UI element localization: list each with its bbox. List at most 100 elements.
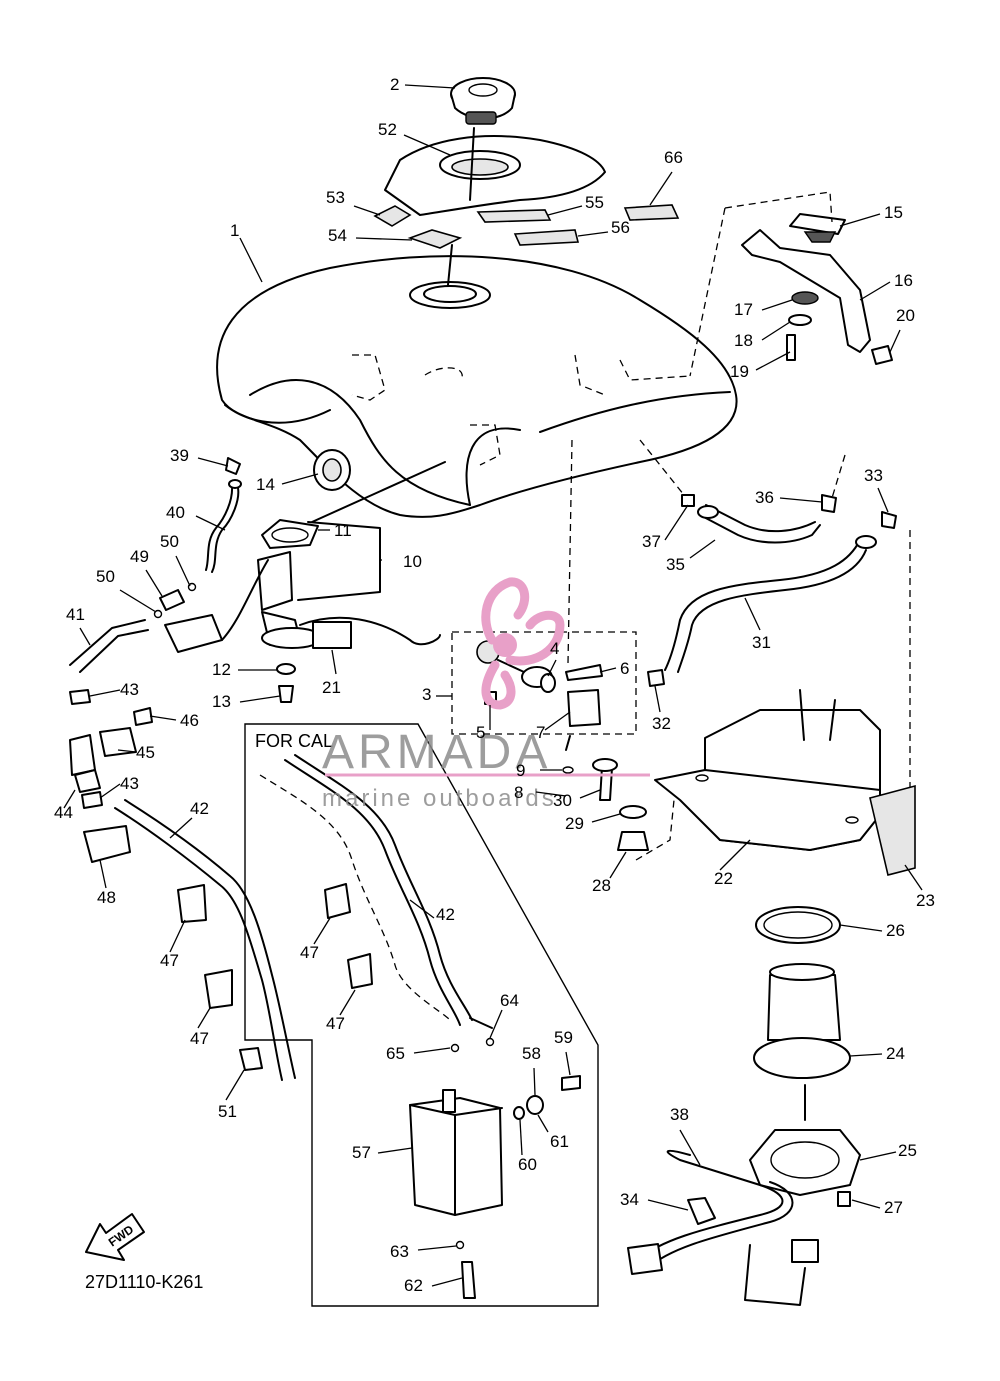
callout-number: 26 bbox=[886, 921, 905, 940]
callout-55: 55 bbox=[547, 193, 604, 216]
callout-leader-line bbox=[149, 715, 177, 721]
callout-number: 22 bbox=[714, 869, 733, 888]
callout-23: 23 bbox=[904, 864, 935, 910]
callout-leader-line bbox=[281, 473, 319, 485]
callout-number: 29 bbox=[565, 814, 584, 833]
callout-4: 4 bbox=[547, 639, 559, 677]
callout-63: 63 bbox=[390, 1242, 457, 1261]
fuel-tank bbox=[216, 255, 738, 518]
callout-57: 57 bbox=[352, 1143, 413, 1162]
callout-number: 43 bbox=[120, 774, 139, 793]
callout-leader-line bbox=[537, 1114, 549, 1133]
callout-leader-line bbox=[417, 1245, 457, 1251]
callout-leader-line bbox=[413, 1047, 451, 1054]
callout-number: 48 bbox=[97, 888, 116, 907]
callout-leader-line bbox=[169, 919, 186, 953]
callout-leader-line bbox=[744, 597, 761, 631]
callout-37: 37 bbox=[642, 504, 689, 551]
callout-number: 16 bbox=[894, 271, 913, 290]
callout-number: 23 bbox=[916, 891, 935, 910]
callout-7: 7 bbox=[536, 711, 571, 742]
callout-40: 40 bbox=[166, 503, 226, 531]
callout-leader-line bbox=[544, 711, 571, 731]
callout-leader-line bbox=[117, 749, 137, 753]
callout-61: 61 bbox=[537, 1114, 569, 1151]
callout-50: 50 bbox=[96, 567, 157, 613]
callout-number: 12 bbox=[212, 660, 231, 679]
callout-28: 28 bbox=[592, 851, 627, 895]
callout-number: 31 bbox=[752, 633, 771, 652]
callout-leader-line bbox=[431, 1277, 463, 1287]
callout-47: 47 bbox=[160, 919, 186, 970]
canister-box bbox=[654, 689, 916, 876]
callout-22: 22 bbox=[714, 839, 751, 888]
callout-leader-line bbox=[339, 989, 356, 1016]
callout-leader-line bbox=[591, 813, 621, 823]
callout-6: 6 bbox=[599, 659, 629, 678]
forward-arrow-icon: FWD bbox=[85, 1213, 145, 1261]
callout-34: 34 bbox=[620, 1190, 689, 1211]
callout-number: 17 bbox=[734, 300, 753, 319]
callout-number: 8 bbox=[514, 783, 523, 802]
callout-number: 11 bbox=[334, 521, 352, 540]
callout-leader-line bbox=[99, 859, 107, 889]
callout-number: 9 bbox=[516, 761, 525, 780]
callout-43: 43 bbox=[89, 680, 139, 699]
callout-number: 13 bbox=[212, 692, 231, 711]
callout-number: 56 bbox=[611, 218, 630, 237]
callout-number: 3 bbox=[422, 685, 431, 704]
callout-leader-line bbox=[547, 205, 583, 216]
callout-49: 49 bbox=[130, 547, 163, 597]
for-cal-label: FOR CAL bbox=[255, 731, 333, 751]
callout-number: 28 bbox=[592, 876, 611, 895]
fuel-pump-unit bbox=[749, 906, 861, 1207]
callout-number: 5 bbox=[476, 723, 485, 742]
callout-15: 15 bbox=[839, 203, 903, 227]
callout-number: 37 bbox=[642, 532, 661, 551]
callout-leader-line bbox=[175, 555, 191, 587]
callout-leader-line bbox=[889, 329, 901, 353]
callout-59: 59 bbox=[554, 1028, 573, 1076]
for-cal-box: FOR CAL bbox=[244, 723, 599, 1307]
callout-leader-line bbox=[119, 589, 157, 613]
callout-26: 26 bbox=[839, 921, 905, 940]
callout-62: 62 bbox=[404, 1276, 463, 1295]
callout-24: 24 bbox=[849, 1044, 905, 1063]
callout-50: 50 bbox=[160, 532, 191, 587]
callout-8: 8 bbox=[514, 783, 567, 802]
breather-hoses bbox=[639, 439, 911, 790]
callout-46: 46 bbox=[149, 711, 199, 730]
filler-cap bbox=[450, 77, 516, 125]
callout-number: 36 bbox=[755, 488, 774, 507]
callout-leader-line bbox=[904, 864, 923, 891]
callout-42: 42 bbox=[409, 899, 455, 924]
callout-leader-line bbox=[533, 1067, 536, 1096]
callout-47: 47 bbox=[326, 989, 356, 1033]
callout-number: 45 bbox=[136, 743, 155, 762]
propeller-logo-icon bbox=[481, 577, 565, 710]
callout-leader-line bbox=[239, 695, 281, 703]
callout-number: 33 bbox=[864, 466, 883, 485]
callout-labels: 1234567891011121314151617181920212223242… bbox=[54, 75, 935, 1295]
callout-leader-line bbox=[377, 1147, 413, 1154]
callout-leader-line bbox=[239, 237, 263, 283]
callout-leader-line bbox=[355, 237, 413, 241]
callout-52: 52 bbox=[378, 120, 451, 156]
callout-35: 35 bbox=[666, 539, 716, 574]
callout-number: 10 bbox=[403, 552, 422, 571]
callout-number: 42 bbox=[190, 799, 209, 818]
callout-number: 14 bbox=[256, 475, 275, 494]
callout-number: 50 bbox=[96, 567, 115, 586]
callout-leader-line bbox=[169, 817, 193, 839]
callout-25: 25 bbox=[859, 1141, 917, 1161]
callout-number: 44 bbox=[54, 803, 73, 822]
callout-11: 11 bbox=[318, 521, 352, 540]
callout-17: 17 bbox=[734, 299, 793, 319]
callout-leader-line bbox=[313, 917, 331, 945]
callout-number: 2 bbox=[390, 75, 399, 94]
callout-leader-line bbox=[565, 1051, 571, 1076]
callout-36: 36 bbox=[755, 488, 823, 507]
callout-21: 21 bbox=[322, 649, 341, 697]
callout-leader-line bbox=[577, 231, 609, 237]
